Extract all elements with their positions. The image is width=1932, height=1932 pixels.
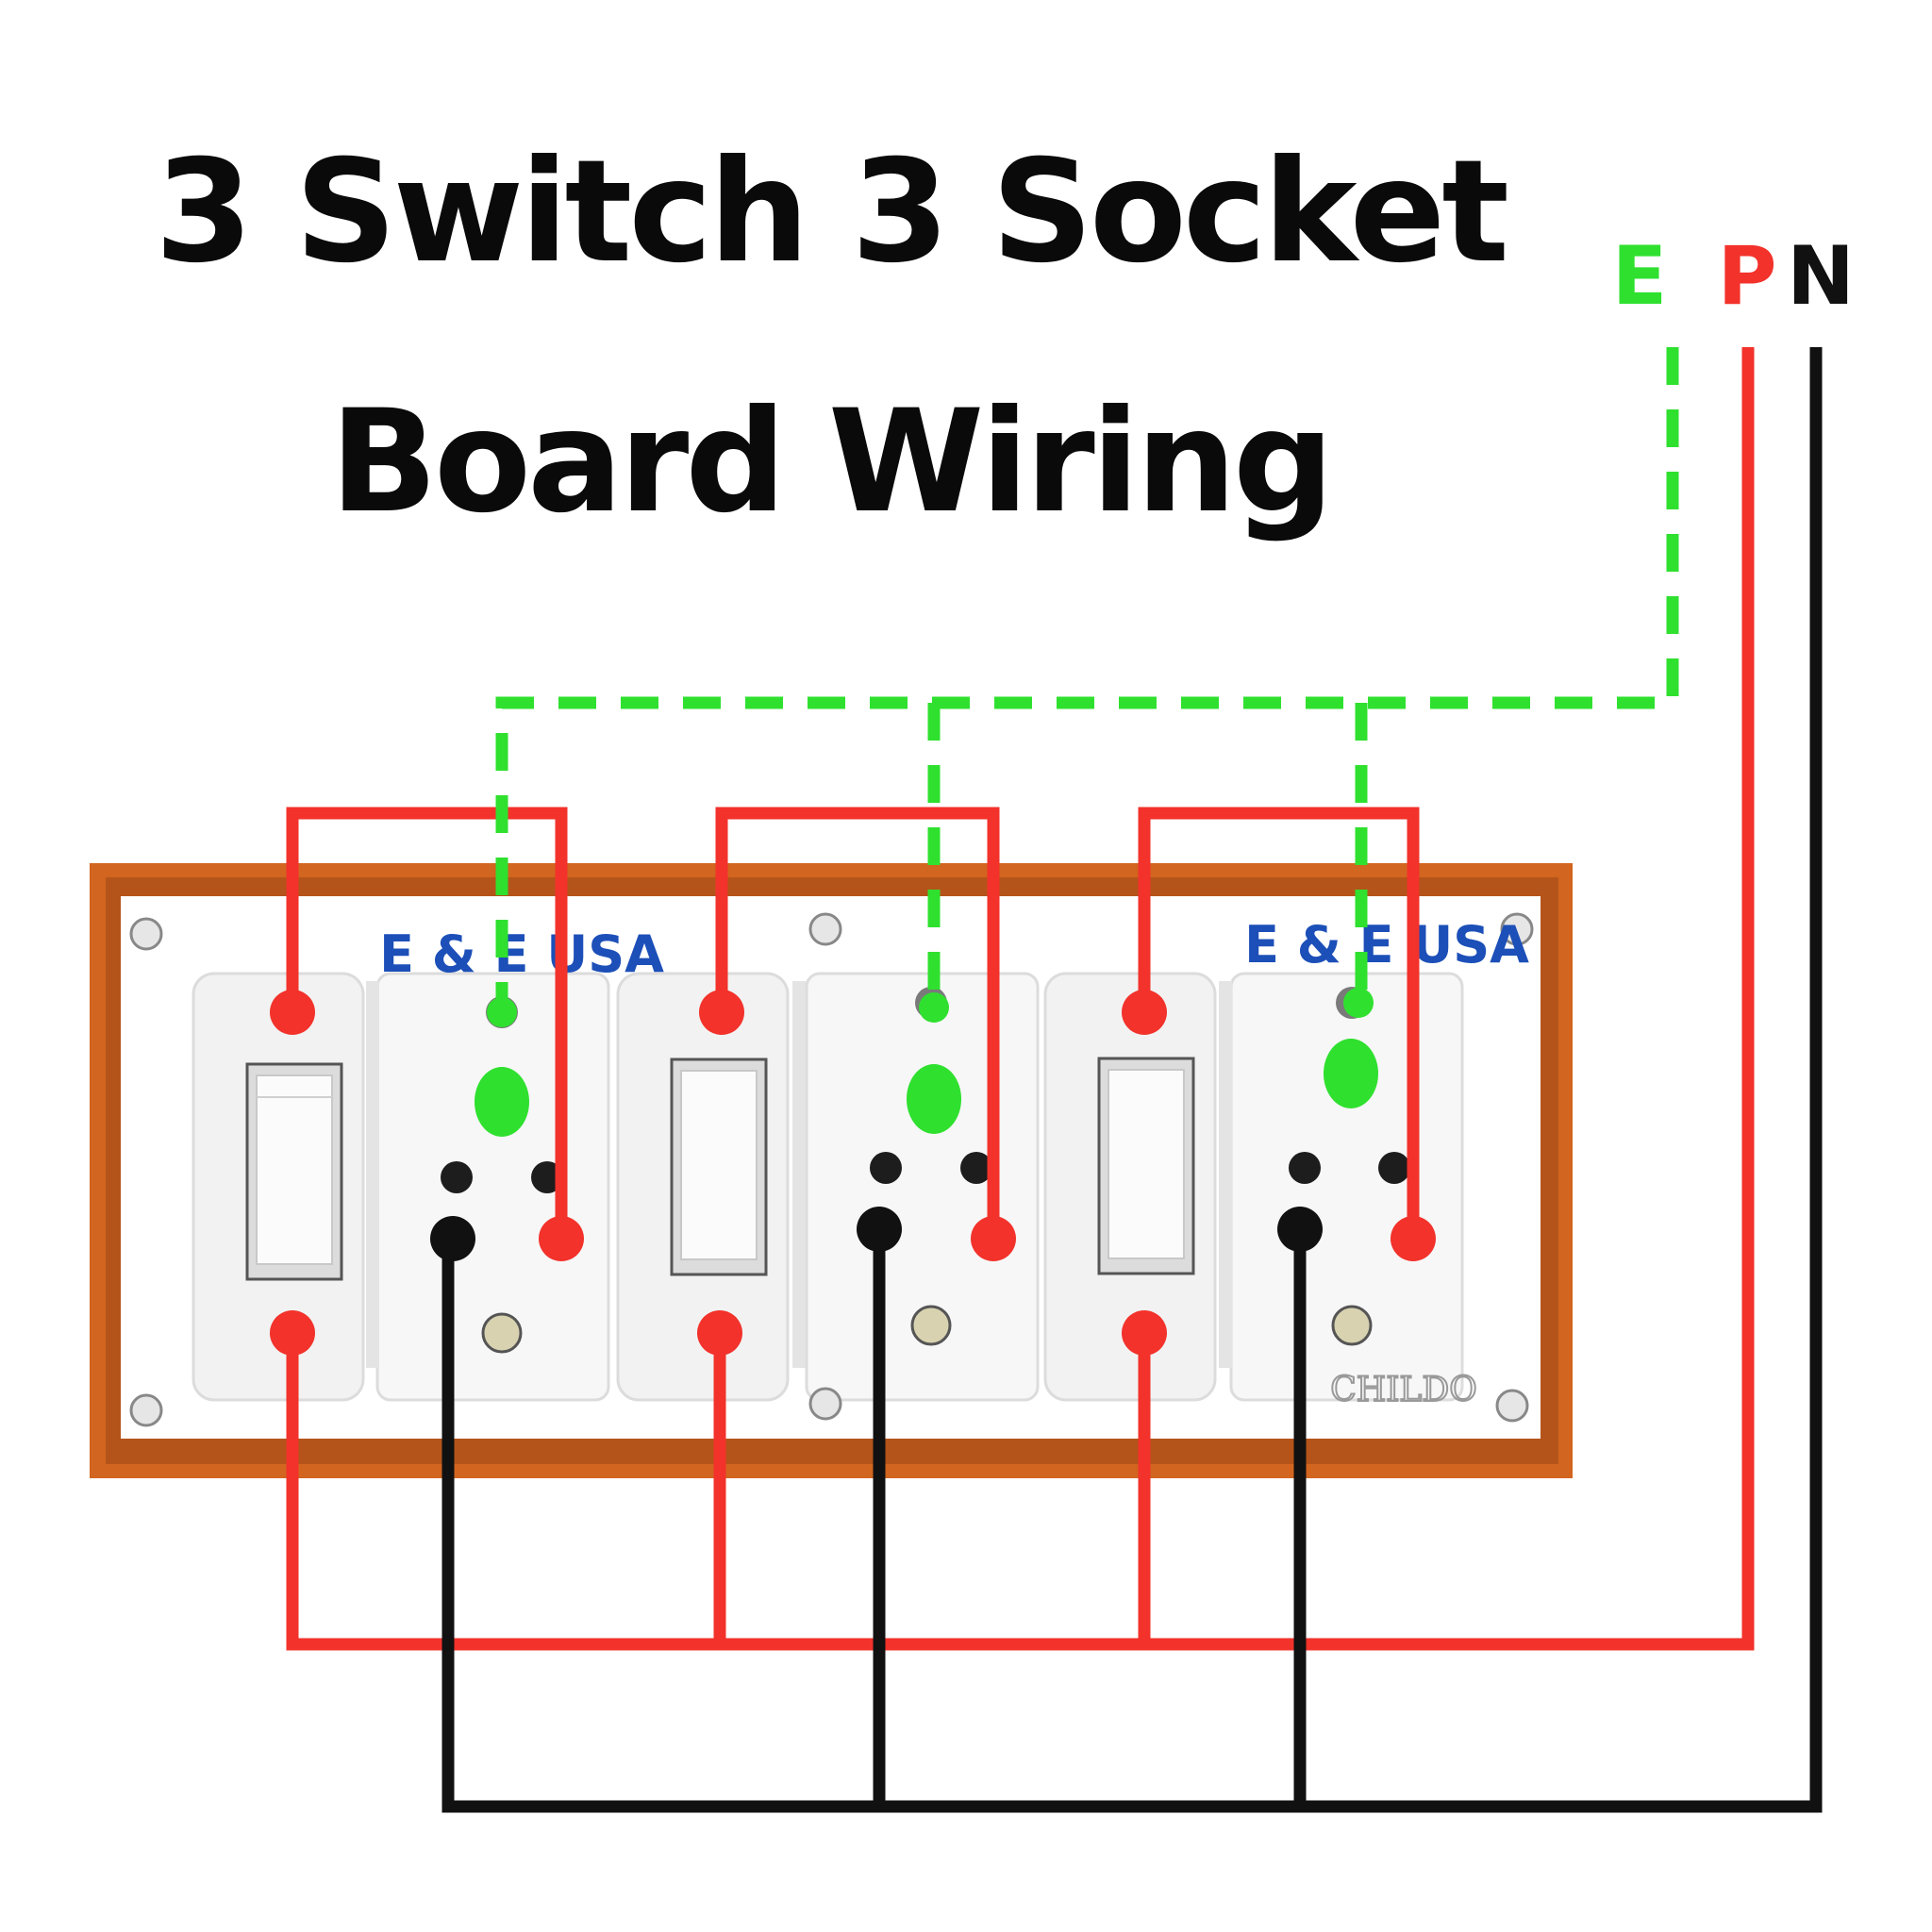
module-divider (366, 981, 379, 1368)
maker-mark: CHILDO (1330, 1371, 1476, 1409)
neutral-wires (441, 347, 1823, 1813)
brand-text-left: E & E USA (379, 924, 664, 984)
screw-icon (129, 912, 1534, 1427)
phase-label: P (1717, 229, 1776, 324)
neutral-label: N (1787, 229, 1855, 324)
module-divider (792, 981, 806, 1368)
earth-terminals (475, 988, 1378, 1137)
module-divider (1219, 981, 1232, 1368)
phase-wires (286, 347, 1755, 1651)
title-line-2: Board Wiring (329, 380, 1335, 544)
rocker-switch[interactable] (670, 1058, 768, 1276)
neutral-terminals (430, 1207, 1323, 1261)
rocker-switch[interactable] (245, 1062, 343, 1281)
earth-wires (495, 347, 1679, 1012)
socket-module (805, 972, 1040, 1402)
brand-text-right: E & E USA (1244, 915, 1529, 974)
phase-terminals (270, 990, 1436, 1356)
earth-label: E (1612, 229, 1668, 324)
rocker-switch[interactable] (1097, 1057, 1195, 1275)
module-group: E & E USA E & E USA CHILDO (129, 912, 1534, 1427)
title-line-1: 3 Switch 3 Socket (155, 130, 1509, 294)
